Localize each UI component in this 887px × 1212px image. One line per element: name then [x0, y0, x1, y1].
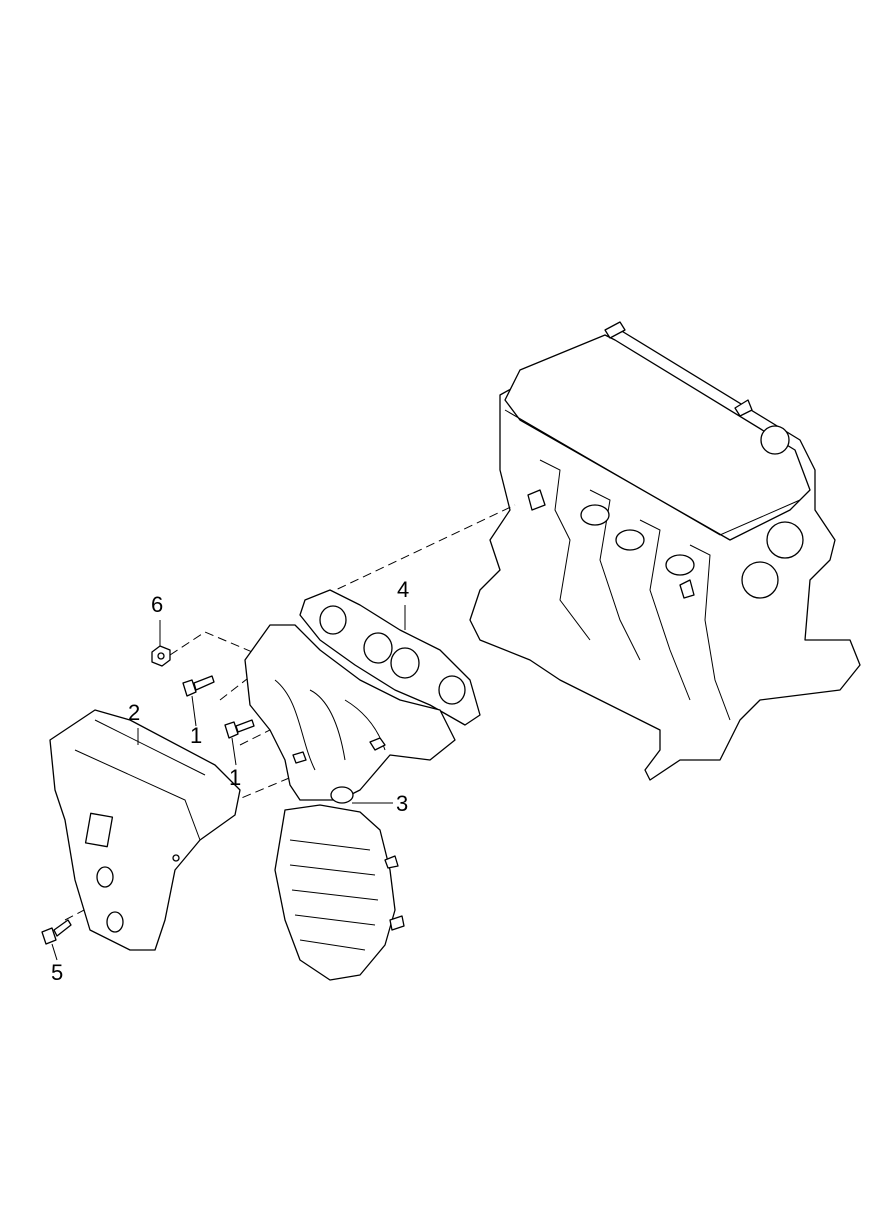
callout-4: 4	[397, 577, 410, 602]
exhaust-manifold-gasket	[299, 589, 481, 726]
leader-line	[191, 695, 197, 727]
callout-1: 1	[229, 765, 242, 790]
nut	[151, 645, 171, 667]
callout-6: 6	[151, 592, 164, 617]
alignment-line	[164, 739, 381, 831]
leader-line	[231, 737, 237, 766]
callout-3: 3	[396, 791, 409, 816]
callout-2: 2	[128, 700, 141, 725]
bolt	[41, 919, 72, 945]
engine-block	[469, 321, 861, 781]
alignment-line	[324, 504, 516, 596]
exhaust-manifold	[244, 624, 456, 804]
callout-5: 5	[51, 960, 64, 985]
heat-shield	[49, 709, 241, 951]
bolt	[182, 675, 215, 697]
catalytic-converter	[274, 804, 405, 981]
callout-1: 1	[190, 723, 203, 748]
leader-line	[51, 943, 58, 961]
bolt	[224, 719, 255, 739]
